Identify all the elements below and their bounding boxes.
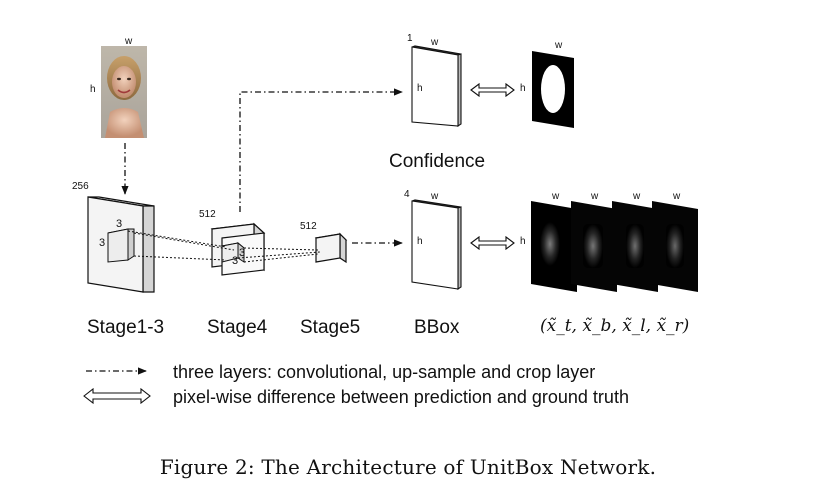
stage1-3-channels: 256 xyxy=(72,181,89,192)
stage4-kernel xyxy=(220,241,246,263)
gt-bbox-width-2: w xyxy=(591,191,599,202)
bbox-channels: 4 xyxy=(404,189,410,200)
confidence-height: h xyxy=(417,83,423,94)
stage5-label: Stage5 xyxy=(300,317,361,338)
gt-bbox-label: (x̃_t, x̃_b, x̃_l, x̃_r) xyxy=(540,316,690,336)
gt-bbox-map-4 xyxy=(652,201,698,292)
legend-dashdot-text: three layers: convolutional, up-sample a… xyxy=(173,362,596,382)
stage4-kernel-h: 3 xyxy=(239,247,246,259)
stage4-to-confidence-arrow xyxy=(239,88,403,212)
gt-bbox-map-1 xyxy=(531,201,577,292)
input-width-label: w xyxy=(125,36,133,47)
stage1-3-kernel-w: 3 xyxy=(116,218,123,230)
input-face-image xyxy=(101,46,147,138)
bbox-diff-arrow xyxy=(470,235,515,251)
gt-bbox-width-1: w xyxy=(552,191,560,202)
stage4-label: Stage4 xyxy=(207,317,268,338)
gt-bbox-map-3 xyxy=(612,201,658,292)
stage4-channels: 512 xyxy=(199,209,216,220)
stage1-3-kernel-h: 3 xyxy=(99,237,106,249)
bbox-width: w xyxy=(431,191,439,202)
confidence-width: w xyxy=(431,37,439,48)
gt-bbox-map-2 xyxy=(571,201,617,292)
gt-bbox-width-3: w xyxy=(633,191,641,202)
stage1-3-label: Stage1-3 xyxy=(87,317,165,338)
input-height-label: h xyxy=(90,84,96,95)
stage5-block xyxy=(314,232,348,264)
figure-caption: Figure 2: The Architecture of UnitBox Ne… xyxy=(159,455,657,479)
confidence-map xyxy=(411,45,462,128)
stage5-channels: 512 xyxy=(300,221,317,232)
bbox-height: h xyxy=(417,236,423,247)
confidence-channels: 1 xyxy=(407,33,413,44)
gt-bbox-width-4: w xyxy=(673,191,681,202)
projection-lines xyxy=(127,230,321,263)
stage4-kernel-w: 3 xyxy=(232,255,239,267)
bbox-map xyxy=(411,199,462,291)
legend-double-arrow xyxy=(83,387,151,405)
bbox-label: BBox xyxy=(414,317,460,338)
confidence-label: Confidence xyxy=(389,151,486,172)
confidence-diff-arrow xyxy=(470,82,515,98)
gt-bbox-height: h xyxy=(520,236,526,247)
gt-confidence-height: h xyxy=(520,83,526,94)
gt-confidence-width: w xyxy=(555,40,563,51)
gt-confidence-map xyxy=(532,51,574,128)
legend-double-arrow-text: pixel-wise difference between prediction… xyxy=(173,387,629,407)
stage1-3-kernel xyxy=(107,228,135,263)
